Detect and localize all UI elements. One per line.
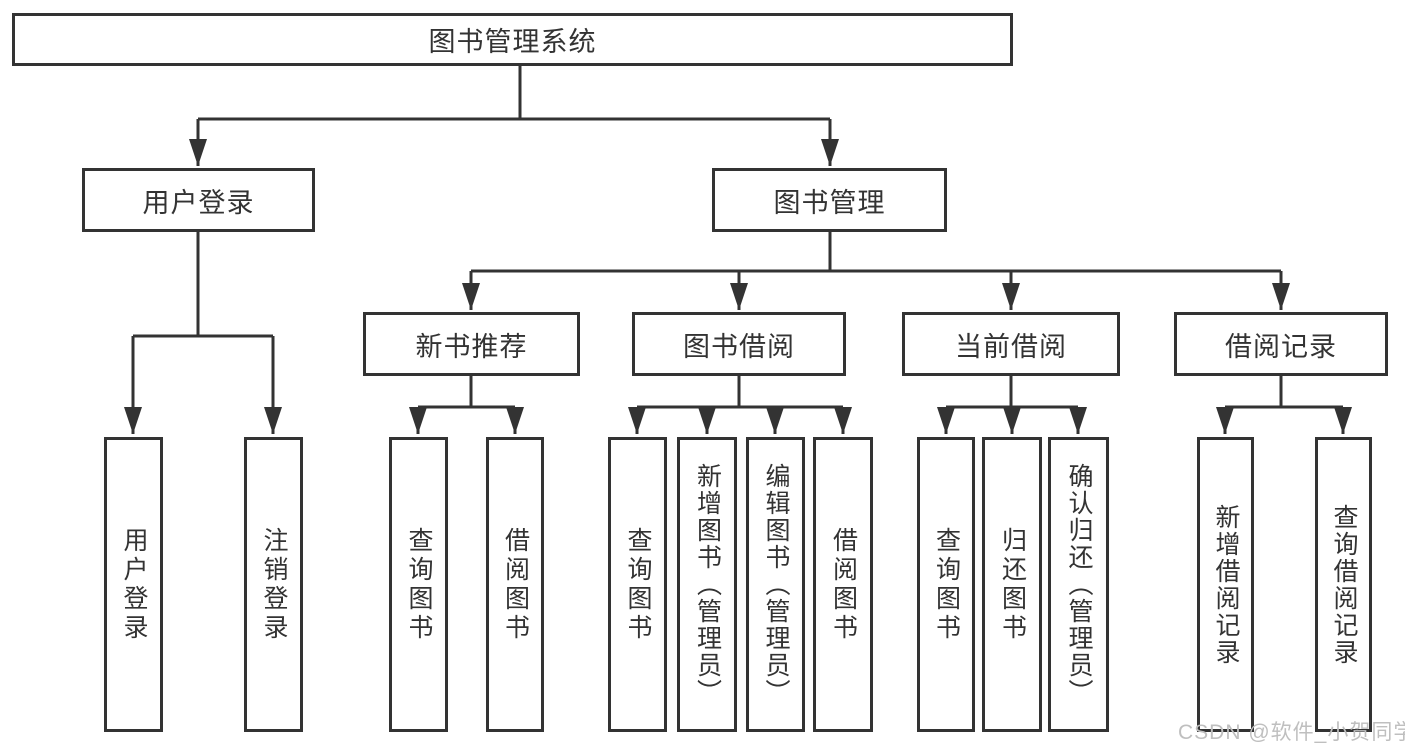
leaf-borrow-book-2: 借阅图书: [813, 437, 873, 732]
connector-userlogin-to-leaves: [124, 230, 282, 434]
leaf-add-borrow-record: 新增借阅记录: [1197, 437, 1254, 732]
leaf-query-book-2: 查询图书: [608, 437, 667, 732]
node-book-borrow: 图书借阅: [632, 312, 846, 376]
leaf-confirm-return-admin: 确认归还（管理员）: [1048, 437, 1109, 732]
node-user-login: 用户登录: [82, 168, 315, 232]
leaf-return-book: 归还图书: [982, 437, 1042, 732]
node-book-management: 图书管理: [712, 168, 947, 232]
node-borrow-record: 借阅记录: [1174, 312, 1388, 376]
connector-currentborrow-to-leaves: [937, 374, 1087, 434]
node-current-borrow: 当前借阅: [902, 312, 1120, 376]
leaf-query-book-3: 查询图书: [917, 437, 975, 732]
connector-root-to-level1: [189, 64, 839, 166]
connector-borrowrecord-to-leaves: [1216, 374, 1352, 434]
node-root: 图书管理系统: [12, 13, 1013, 66]
leaf-logout: 注销登录: [244, 437, 303, 732]
leaf-borrow-book-1: 借阅图书: [486, 437, 544, 732]
connector-newbook-to-leaves: [409, 374, 524, 434]
leaf-query-book-1: 查询图书: [389, 437, 448, 732]
node-new-book-recommend: 新书推荐: [363, 312, 580, 376]
watermark: CSDN @软件_小贺同学: [1178, 721, 1405, 744]
connector-bookborrow-to-leaves: [628, 374, 852, 434]
connector-bookmgmt-to-level2: [462, 230, 1290, 310]
leaf-query-borrow-record: 查询借阅记录: [1315, 437, 1372, 732]
leaf-edit-book-admin: 编辑图书（管理员）: [746, 437, 805, 732]
leaf-user-login: 用户登录: [104, 437, 163, 732]
leaf-add-book-admin: 新增图书（管理员）: [677, 437, 737, 732]
